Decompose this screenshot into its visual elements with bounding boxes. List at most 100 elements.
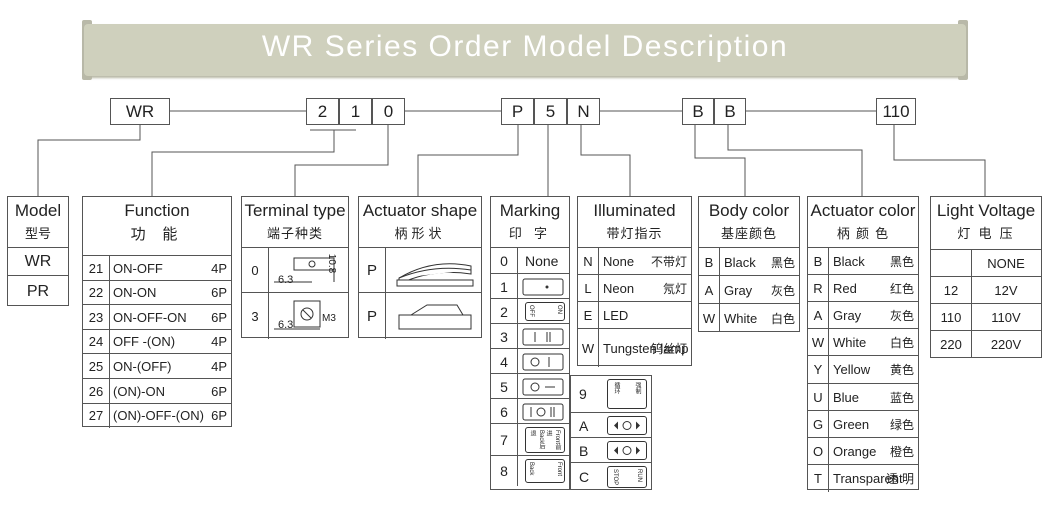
marking-icon <box>521 377 567 397</box>
code-function-1: 2 <box>306 98 339 125</box>
row-code: A <box>579 417 589 434</box>
row-code: 26 <box>83 379 110 403</box>
row-label: 110V <box>991 310 1021 325</box>
row-label: Transparent <box>833 470 903 486</box>
title-banner <box>84 24 966 76</box>
model-subtitle: 型号 <box>24 227 51 242</box>
row-code: 27 <box>83 403 110 428</box>
row-code: 6 <box>491 399 518 424</box>
marking-icon <box>607 416 647 435</box>
row-code: C <box>579 469 590 485</box>
row-code: W <box>808 329 829 357</box>
marking-subtitle: 印 字 <box>508 227 552 242</box>
code-actuator: P <box>501 98 534 125</box>
table-row: 110 110V <box>931 303 1041 331</box>
actuator-title: Actuator shape <box>362 201 478 220</box>
table-row: 27(ON)-OFF-(ON)6P <box>83 402 231 428</box>
row-code: 22 <box>83 280 110 305</box>
row-code: 220 <box>931 331 972 358</box>
row-label: 12V <box>994 283 1018 298</box>
row-code: W <box>578 329 599 367</box>
terminal-panel: Terminal type 端子种类 0 6.3 10.8 3 6.3 M3 <box>241 196 349 339</box>
row-label: LED <box>603 308 629 323</box>
code-voltage: 110 <box>876 98 916 125</box>
row-label: Yellow <box>833 362 871 378</box>
row-cn: 黑色 <box>889 255 914 270</box>
body-color-title: Body color <box>708 201 790 220</box>
row-code: R <box>808 275 829 303</box>
row-code: 110 <box>931 304 972 331</box>
row-label: Gray <box>833 308 862 324</box>
page-title: WR Series Order Model Description <box>261 30 789 63</box>
marking-title: Marking <box>499 201 561 220</box>
row-code: 7 <box>491 424 518 456</box>
row-code: 2 <box>491 299 518 324</box>
row-code: Y <box>808 356 829 384</box>
row-label: Gray <box>724 282 753 298</box>
row-code: 3 <box>491 324 518 349</box>
table-row: A <box>571 412 651 438</box>
list-item: WR <box>8 247 68 276</box>
row-label: None <box>603 254 635 269</box>
table-row: 4 <box>491 348 569 374</box>
row-label: 220V <box>990 337 1022 352</box>
row-cn: 钨丝灯 <box>650 341 687 356</box>
terminal-drawing-0 <box>274 257 335 283</box>
terminal-drawing-3 <box>274 300 321 330</box>
row-poles: 4P <box>211 260 227 276</box>
row-label: ON-ON <box>113 285 157 301</box>
row-code: W <box>699 304 720 332</box>
row-code: G <box>808 410 829 438</box>
row-label: (ON)-ON <box>113 383 165 399</box>
table-row: 220 220V <box>931 330 1041 358</box>
row-code: L <box>578 275 599 302</box>
function-title: Function <box>124 201 190 220</box>
row-code: 25 <box>83 354 110 379</box>
row-code: B <box>808 248 829 276</box>
terminal-subtitle: 端子种类 <box>266 227 323 242</box>
table-row: 3 <box>491 323 569 349</box>
row-label: Black <box>724 254 756 270</box>
row-cn: 白色 <box>889 336 914 351</box>
code-series: WR <box>110 98 170 125</box>
marking-icon <box>521 402 567 422</box>
row-cn: 白色 <box>770 311 795 326</box>
code-actuator-color: B <box>714 98 746 125</box>
rocker-flat-drawing <box>398 304 472 330</box>
marking-small-a: OFF <box>528 305 534 317</box>
row-code: 3 <box>242 293 269 339</box>
table-row: P <box>359 247 481 293</box>
actuator-color-subtitle: 柄 颜 色 <box>836 227 890 242</box>
row-label: Neon <box>603 281 635 296</box>
table-row: 0 6.3 10.8 <box>242 247 348 293</box>
row-label: ON-(OFF) <box>113 358 172 374</box>
row-code: U <box>808 383 829 411</box>
marking-icon <box>521 277 567 297</box>
row-poles: 4P <box>211 334 227 350</box>
marking-small-a: Back <box>528 462 534 476</box>
row-cn: 黑色 <box>770 255 795 270</box>
row-code: T <box>808 464 829 492</box>
row-code: O <box>808 437 829 465</box>
